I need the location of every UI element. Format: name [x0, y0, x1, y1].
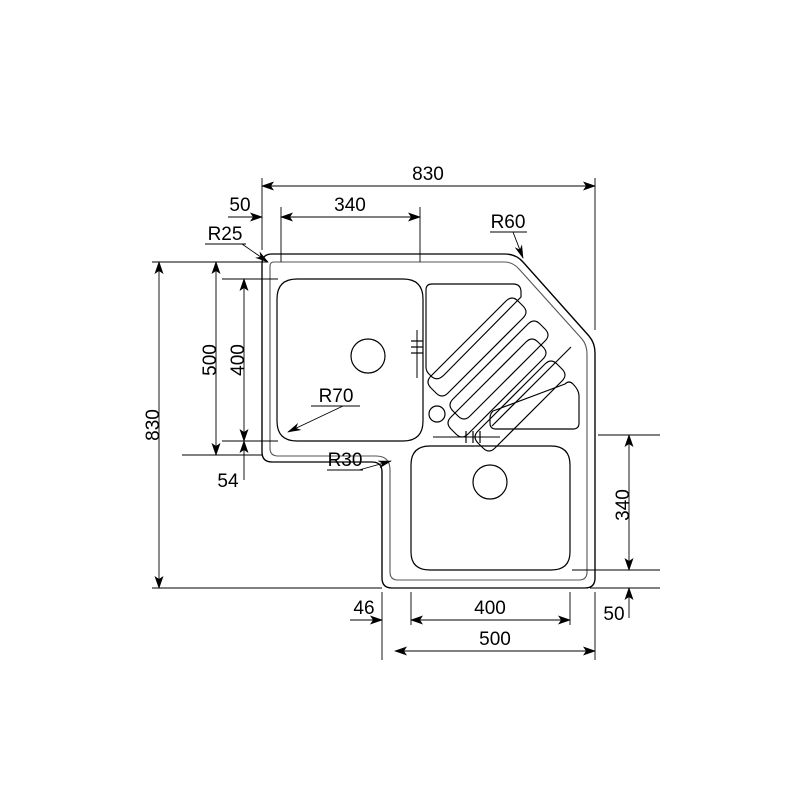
- dimension-lines-group: [152, 178, 660, 660]
- leader-r30: [358, 460, 392, 471]
- dim-label-left-400: 400: [228, 344, 249, 376]
- radius-label-r25: R25: [208, 224, 243, 245]
- dim-label-bot-500: 500: [479, 629, 511, 650]
- left-sink-bowl: [276, 278, 424, 442]
- left-drain-hole: [350, 338, 386, 374]
- sink-inner-rim: [269, 261, 588, 581]
- leader-r60: [512, 231, 524, 259]
- dim-label-right-50: 50: [603, 604, 624, 625]
- diagonal-drainboard: [425, 283, 580, 452]
- right-drain-hole: [472, 464, 508, 500]
- radius-label-r70: R70: [319, 386, 354, 407]
- tap-hole-markers: [411, 330, 500, 443]
- faucet-tap-hole: [428, 405, 446, 423]
- radius-label-r30: R30: [328, 450, 363, 471]
- dim-label-top-340: 340: [334, 195, 366, 216]
- right-sink-bowl: [410, 445, 571, 571]
- drainboard-rib-3: [447, 338, 547, 438]
- drainboard-rib-1: [427, 297, 527, 397]
- drainboard-panel-lower: [489, 381, 580, 430]
- left-bowl-outline: [276, 278, 424, 442]
- dim-label-left-54: 54: [217, 471, 239, 492]
- dimension-labels-group: 830 50 340 830 500 400 54 340 50 46 400 …: [143, 164, 634, 650]
- sink-outer-edge: [261, 253, 596, 589]
- dim-label-bot-46: 46: [353, 598, 374, 619]
- dim-label-right-340: 340: [613, 489, 634, 521]
- dim-label-bot-400: 400: [474, 598, 506, 619]
- dim-label-left-830: 830: [143, 409, 164, 441]
- leader-r25: [241, 243, 269, 263]
- drainboard-panel-lower-edge: [491, 346, 572, 427]
- drainboard-panel-upper: [425, 283, 522, 380]
- dim-label-top-830: 830: [412, 164, 444, 185]
- dim-label-top-50: 50: [229, 195, 250, 216]
- right-bowl-outline: [410, 445, 571, 571]
- dim-label-left-500: 500: [200, 344, 221, 376]
- radius-label-r60: R60: [491, 212, 526, 233]
- sink-outline-group: [261, 253, 596, 589]
- drainboard-rib-4: [474, 360, 566, 452]
- drainboard-rib-2: [449, 320, 549, 420]
- leader-r70: [287, 405, 344, 433]
